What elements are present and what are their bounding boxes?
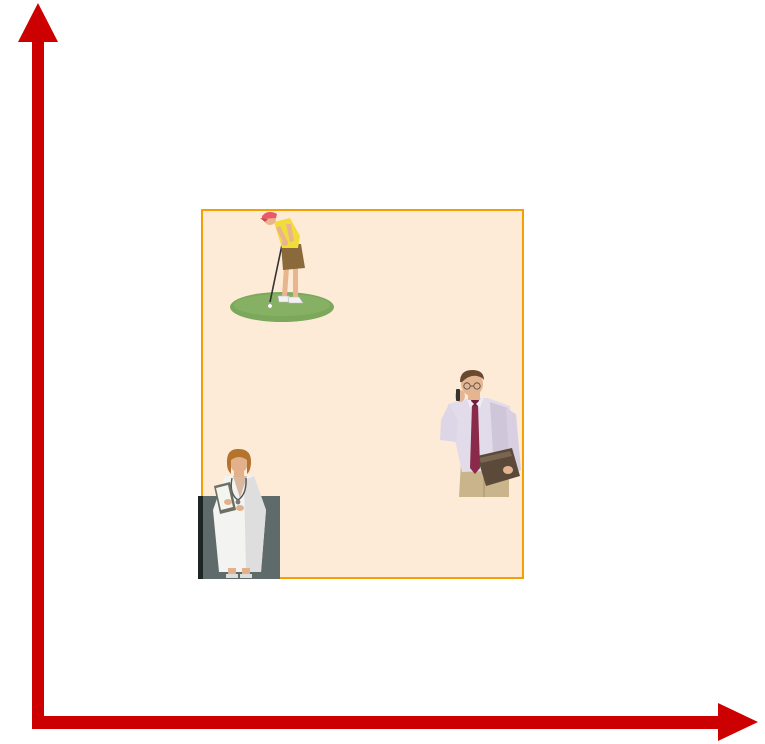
x-axis-arrow (32, 703, 758, 741)
y-axis-arrow (18, 3, 58, 724)
